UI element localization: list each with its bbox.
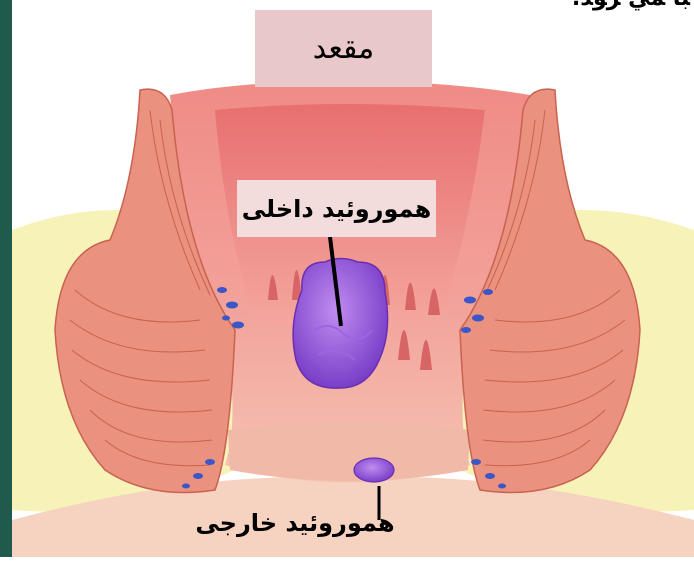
external-hemorrhoid-label: هموروئيد خارجی xyxy=(200,503,390,543)
top-caption-fragment: ﺒﺎ ﻤﻲ ﺮﻮﺪ. xyxy=(540,0,690,11)
internal-hemorrhoid-label: هموروئيد داخلی xyxy=(237,180,436,237)
rectum-label: مقعد xyxy=(255,10,432,87)
external-hemorrhoid xyxy=(354,458,394,482)
left-accent-bar xyxy=(0,0,12,557)
anal-canal xyxy=(228,423,470,482)
